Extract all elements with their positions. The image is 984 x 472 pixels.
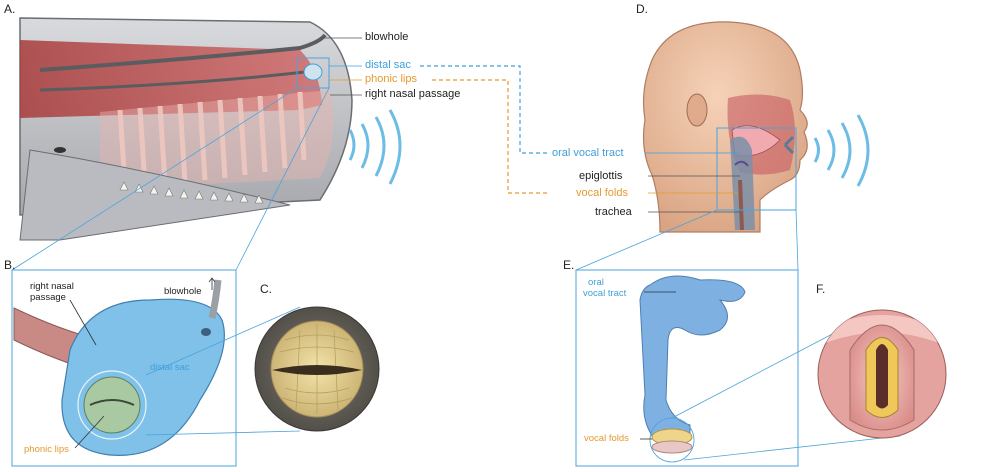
label-blowhole: blowhole [365, 31, 409, 43]
detail-label-blowhole: blowhole [164, 286, 202, 297]
human-head-illustration [642, 21, 808, 233]
panel-label-c: C. [260, 282, 272, 296]
panel-e-frame [575, 269, 799, 467]
label-epiglottis: epiglottis [579, 170, 623, 182]
phonic-lips-to-vocal-folds-connector [432, 79, 548, 194]
detail-label-distal-sac: distal sac [150, 362, 190, 373]
detail-label-phonic-lips: phonic lips [24, 444, 69, 455]
label-oral-vocal-tract: oral vocal tract [552, 147, 624, 159]
panel-b-leaders [69, 277, 216, 449]
panel-label-e: E. [563, 258, 575, 272]
phonic-lips-closeup [254, 306, 380, 432]
panel-b-frame [11, 269, 237, 467]
panel-label-a: A. [4, 2, 16, 16]
distal-sac-illustration [13, 279, 225, 456]
vocal-folds-closeup [817, 309, 947, 439]
human-sound-waves-icon [813, 114, 870, 187]
label-distal-sac: distal sac [365, 59, 411, 71]
distal-sac-to-oral-tract-connector [420, 65, 548, 154]
detail-label-right-nasal-line1: right nasal [30, 281, 74, 292]
human-leader-lines [648, 175, 740, 213]
label-right-nasal-passage: right nasal passage [365, 88, 461, 100]
whale-leader-lines [320, 37, 362, 96]
whale-head-illustration [19, 17, 353, 241]
panel-label-d: D. [636, 2, 648, 16]
label-vocal-folds: vocal folds [576, 187, 628, 199]
panel-label-f: F. [816, 282, 826, 296]
panel-e-leaders [640, 291, 676, 440]
label-phonic-lips: phonic lips [365, 73, 417, 85]
whale-sound-waves-icon [348, 109, 402, 185]
detail-label-oral-line1: oral [588, 277, 604, 288]
label-trachea: trachea [595, 206, 632, 218]
detail-label-right-nasal-line2: passage [30, 292, 66, 303]
detail-label-vocal-folds: vocal folds [584, 433, 629, 444]
detail-label-oral-line2: vocal tract [583, 288, 627, 299]
vocal-tract-cast-illustration [639, 275, 746, 463]
panel-label-b: B. [4, 258, 16, 272]
